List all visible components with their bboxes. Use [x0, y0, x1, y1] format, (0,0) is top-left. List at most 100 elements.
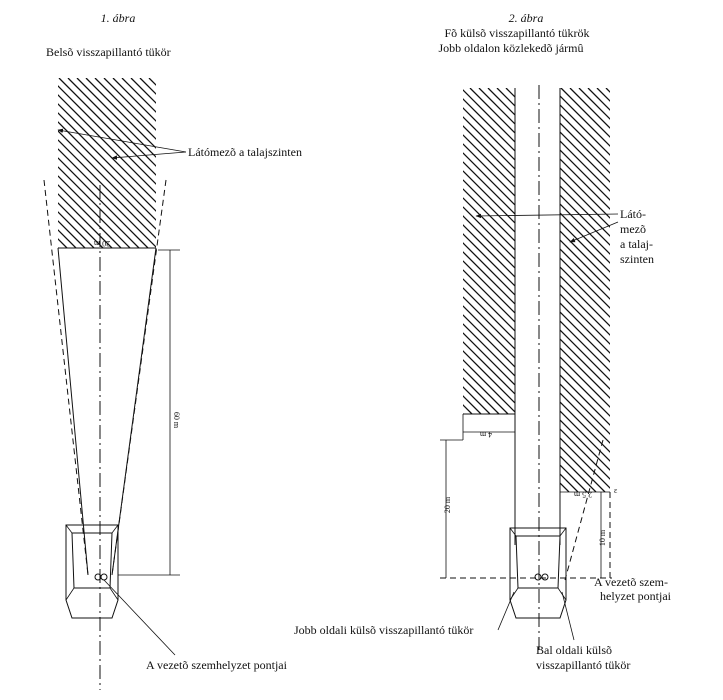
hatch-stroke [139, 78, 156, 95]
hatch-stroke [463, 368, 509, 414]
field-label-2-line2: mezõ [620, 222, 646, 236]
hatch-stroke [560, 248, 610, 300]
hatch-stroke [560, 302, 610, 354]
hatch-stroke [463, 269, 515, 323]
hatch-stroke [194, 78, 364, 248]
hatch-stroke [58, 166, 140, 248]
field-arrow-1a [57, 128, 187, 153]
hatch-stroke [58, 202, 104, 248]
eye-label-2-line1: A vezetõ szem- [594, 575, 668, 589]
hatch-stroke [463, 188, 515, 242]
hatch-stroke [58, 157, 149, 248]
hatch-stroke [58, 78, 156, 176]
hatch-stroke [221, 78, 391, 248]
hatch-stroke [463, 134, 515, 188]
hatch-stroke [212, 78, 382, 248]
dim-width-1: 20 m [93, 239, 110, 248]
hatch-stroke [463, 404, 473, 414]
hatch-stroke [103, 78, 156, 131]
hatch-stroke [58, 211, 95, 248]
hatch-stroke [94, 78, 156, 140]
hatch-stroke [58, 112, 156, 212]
eye-label-2-line2: helyzet pontjai [600, 589, 672, 603]
field-label-2-line1: Látó- [620, 207, 646, 221]
vehicle-1 [65, 524, 119, 619]
hatch-stroke [58, 85, 156, 185]
dim-distance-1: 60 m [172, 412, 181, 429]
hatch-stroke [687, 88, 723, 492]
field-of-view-hatch-left [463, 88, 723, 414]
field-of-view-hatch-right [560, 88, 723, 492]
hatch-stroke [463, 386, 491, 414]
hatch-stroke [463, 107, 515, 161]
hatch-stroke [605, 88, 723, 414]
hatch-stroke [85, 78, 156, 149]
eye-point-right-2 [541, 573, 549, 581]
hatch-stroke [560, 104, 610, 156]
hatch-stroke [185, 78, 355, 248]
hatch-stroke [560, 320, 610, 372]
hatch-stroke [596, 88, 610, 102]
hatch-stroke [463, 296, 515, 350]
hatch-stroke [239, 78, 409, 248]
hatch-stroke [560, 329, 610, 381]
hatch-stroke [463, 161, 515, 215]
hatch-stroke [669, 88, 723, 492]
hatch-stroke [560, 88, 723, 414]
hatch-stroke [560, 275, 610, 327]
hatch-stroke [58, 184, 122, 248]
hatch-stroke [560, 257, 610, 309]
hatch-stroke [58, 175, 131, 248]
hatch-stroke [463, 116, 515, 170]
hatch-stroke [578, 88, 723, 414]
hatch-stroke [463, 233, 515, 287]
hatch-stroke [713, 88, 723, 414]
hatch-stroke [463, 359, 515, 413]
hatch-stroke [560, 95, 610, 147]
hatch-stroke [463, 197, 515, 251]
hatch-stroke [67, 78, 156, 167]
hatch-stroke [696, 88, 723, 492]
hatch-stroke [560, 374, 610, 426]
hatch-stroke [569, 88, 610, 129]
right-mirror-leader [497, 591, 515, 631]
hatch-stroke [463, 260, 515, 314]
hatch-stroke [560, 392, 610, 444]
field-arrow-2b [569, 221, 619, 243]
hatch-stroke [203, 78, 373, 248]
hatch-stroke [58, 238, 68, 248]
hatch-stroke [463, 251, 515, 305]
hatch-stroke [58, 247, 59, 248]
dim-distance-right: 10 m [598, 529, 607, 546]
hatch-stroke [514, 88, 515, 89]
figure-1-subtitle: Belsõ visszapillantó tükör [46, 45, 171, 59]
hatch-stroke [148, 78, 156, 86]
figure-1-title: 1. ábra [101, 11, 136, 25]
hatch-stroke [463, 314, 515, 368]
hatch-stroke [560, 122, 610, 174]
hatch-stroke [560, 140, 610, 192]
hatch-stroke [542, 88, 723, 414]
right-outer-dashed [564, 439, 604, 581]
field-arrow-1b [111, 151, 187, 160]
hatch-stroke [560, 311, 610, 363]
figure-2-subtitle-2: Jobb oldalon közlekedõ jármû [439, 41, 584, 55]
hatch-stroke [463, 341, 515, 395]
hatch-stroke [176, 78, 346, 248]
hatch-stroke [58, 130, 156, 230]
cone-outer-right-dashed [111, 179, 167, 576]
hatch-stroke [615, 88, 723, 492]
hatch-stroke [463, 242, 515, 296]
hatch-stroke [58, 139, 156, 239]
hatch-stroke [58, 94, 156, 194]
hatch-stroke [560, 266, 610, 318]
vehicle-2 [509, 527, 567, 619]
hatch-stroke [130, 78, 156, 104]
hatch-stroke [487, 88, 515, 116]
hatch-stroke [596, 88, 723, 414]
hatch-stroke [714, 88, 723, 492]
hatch-stroke [633, 88, 723, 492]
hatch-stroke [112, 78, 156, 122]
hatch-stroke [668, 88, 723, 414]
cone-left-line [57, 247, 89, 576]
